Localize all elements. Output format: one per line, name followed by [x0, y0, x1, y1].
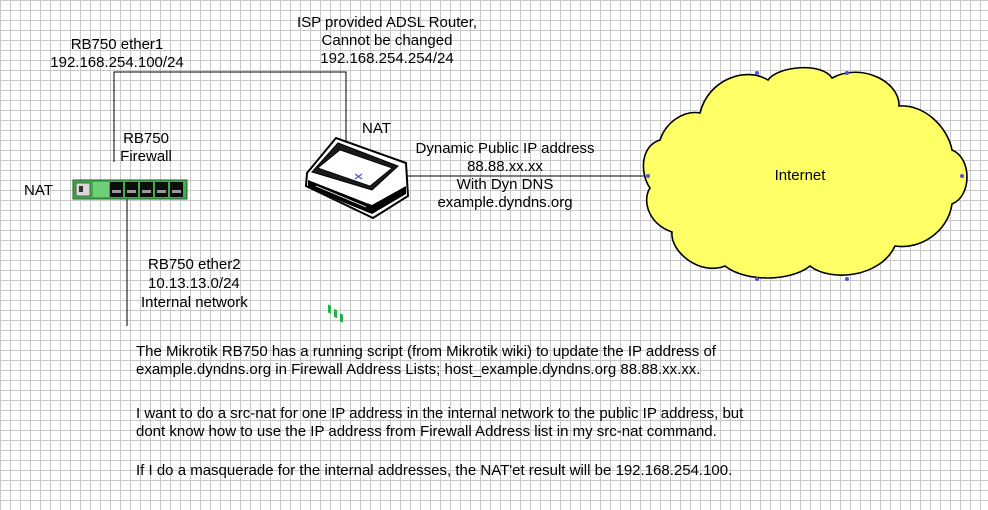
adsl-router-icon: [304, 136, 410, 323]
isp-router-label-line-2: Cannot be changed: [321, 32, 453, 49]
ether2-label-line-3: Internal network: [141, 294, 248, 311]
internet-cloud-label: Internet: [774, 167, 826, 184]
internet-cloud-icon: [642, 66, 968, 281]
ether1-label-line-2: 192.168.254.100/24: [50, 54, 184, 71]
description-paragraph-1: The Mikrotik RB750 has a running script …: [136, 343, 836, 379]
description-paragraph-2: I want to do a src-nat for one IP addres…: [136, 405, 836, 441]
description-line: The Mikrotik RB750 has a running script …: [136, 343, 716, 360]
ether1-label-line-1: RB750 ether1: [70, 36, 164, 53]
public-ip-label-line-1: Dynamic Public IP address: [415, 140, 595, 157]
description-paragraph-3: If I do a masquerade for the internal ad…: [136, 462, 836, 480]
ether2-label: RB750 ether2 10.13.13.0/24 Internal netw…: [136, 255, 296, 312]
isp-router-label-line-1: ISP provided ADSL Router,: [296, 14, 478, 31]
public-ip-label-line-2: 88.88.xx.xx: [467, 158, 543, 175]
ether2-label-line-1: RB750 ether2: [148, 256, 241, 273]
ether1-link: [113, 71, 347, 175]
ether2-label-line-2: 10.13.13.0/24: [148, 275, 240, 292]
isp-router-label: ISP provided ADSL Router, Cannot be chan…: [280, 14, 494, 68]
ether1-label: RB750 ether1 192.168.254.100/24: [32, 36, 202, 72]
public-ip-label-line-4: example.dyndns.org: [437, 194, 573, 211]
firewall-label: RB750 Firewall: [106, 130, 186, 166]
public-ip-label-line-3: With Dyn DNS: [456, 176, 554, 193]
description-line: example.dyndns.org in Firewall Address L…: [136, 361, 701, 378]
firewall-label-line-2: Firewall: [120, 148, 172, 165]
isp-router-label-line-3: 192.168.254.254/24: [320, 50, 454, 67]
description-line: I want to do a src-nat for one IP addres…: [136, 405, 744, 422]
firewall-label-line-1: RB750: [123, 130, 169, 147]
nat-router-label: NAT: [362, 120, 391, 137]
nat-left-label: NAT: [24, 182, 53, 199]
rb750-device-icon: [72, 179, 188, 200]
description-line: dont know how to use the IP address from…: [136, 423, 717, 440]
description-line: If I do a masquerade for the internal ad…: [136, 462, 733, 479]
public-ip-label: Dynamic Public IP address 88.88.xx.xx Wi…: [395, 140, 615, 212]
